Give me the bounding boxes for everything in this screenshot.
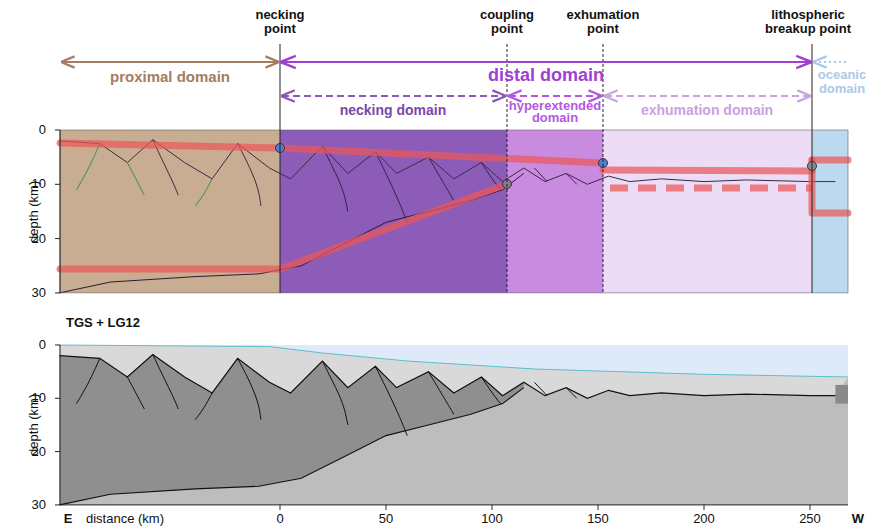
tick-label: 20: [32, 232, 46, 246]
axis-tick: [55, 238, 60, 239]
model-line: [812, 160, 848, 213]
axis-title: distance (km): [86, 512, 164, 526]
model-line-dashed: [610, 185, 812, 192]
panel-frame: [60, 130, 848, 293]
tick-label: 30: [32, 286, 46, 300]
top-panel: [60, 130, 848, 293]
fault-line: [566, 173, 577, 184]
point-line: [812, 44, 813, 293]
fault-line: [76, 358, 99, 403]
fault-line: [481, 377, 500, 404]
fault-line: [375, 366, 407, 435]
moho-line: [60, 173, 524, 292]
domain-label: oceanic domain: [811, 68, 873, 95]
axis-tick: [55, 184, 60, 185]
tick-label: 10: [32, 177, 46, 191]
axis-tick: [55, 398, 60, 399]
basement-line: [60, 140, 836, 185]
fault-line: [76, 144, 99, 190]
point-label: coupling point: [472, 8, 542, 35]
model-line: [812, 157, 848, 164]
axis-tick: [704, 505, 705, 510]
domain-label: distal domain: [488, 66, 604, 85]
tick-label: 200: [693, 512, 715, 526]
oceanic-crust: [835, 385, 848, 404]
panel-title: TGS + LG12: [66, 316, 140, 330]
axis-line: [60, 504, 848, 505]
axis-tick: [492, 505, 493, 510]
model-line: [60, 184, 507, 269]
domain-label: proximal domain: [110, 69, 230, 85]
domain-arrow: [605, 95, 810, 97]
axis-tick: [280, 505, 281, 510]
tick-label: 10: [32, 391, 46, 405]
point-label: necking point: [245, 8, 315, 35]
axis-tick: [598, 505, 599, 510]
axis-tick: [810, 505, 811, 510]
axis-tick: [55, 130, 60, 131]
domain-arrow: [814, 61, 846, 63]
oceanic-band: [812, 130, 848, 293]
axis-line: [60, 345, 61, 505]
fault-line: [127, 163, 144, 196]
model-line: [603, 170, 812, 171]
fault-line: [195, 179, 212, 206]
tick-label: 50: [379, 512, 393, 526]
point-label: exhumation point: [560, 8, 646, 35]
tick-label: 250: [799, 512, 821, 526]
domain-arrow: [62, 61, 278, 63]
axis-line: [60, 130, 61, 293]
domain-arrow: [282, 61, 810, 63]
axis-tick: [55, 345, 60, 346]
mantle-fill: [60, 345, 848, 505]
fault-line: [238, 144, 261, 206]
fault-line: [428, 372, 453, 415]
tick-label: 20: [32, 445, 46, 459]
fault-line: [375, 152, 407, 223]
fault-line: [534, 168, 547, 182]
tick-label: 0: [39, 123, 46, 137]
fault-line: [153, 355, 178, 409]
exhumation-band: [603, 130, 812, 293]
fault-line: [127, 377, 144, 409]
basement-line: [60, 355, 836, 399]
hyperextended-band: [507, 130, 603, 293]
axis-tick: [55, 292, 60, 293]
fault-line: [534, 382, 547, 395]
direction-label: W: [852, 512, 864, 526]
axis-tick: [55, 504, 60, 505]
point-label: lithospheric breakup point: [756, 8, 860, 35]
fault-line: [322, 361, 347, 425]
fault-line: [322, 146, 347, 211]
domain-arrow: [509, 95, 601, 97]
tick-label: 30: [32, 498, 46, 512]
tick-label: 0: [39, 338, 46, 352]
axis-tick: [386, 505, 387, 510]
fault-line: [195, 393, 212, 420]
direction-label: E: [64, 512, 73, 526]
fault-line: [566, 388, 577, 399]
fault-line: [238, 358, 261, 419]
domain-arrow: [282, 95, 505, 97]
model-line: [60, 143, 603, 163]
tick-label: 0: [276, 512, 283, 526]
domain-label: exhumation domain: [641, 103, 773, 118]
domain-label: hyperextended domain: [505, 100, 605, 125]
point-line: [280, 44, 281, 293]
axis-tick: [55, 451, 60, 452]
bottom-panel: [60, 345, 849, 505]
moho-line: [60, 388, 524, 505]
crust-fill: [60, 355, 524, 505]
tick-label: 150: [587, 512, 609, 526]
fault-line: [428, 157, 453, 200]
domain-label: necking domain: [340, 103, 447, 118]
tick-label: 100: [481, 512, 503, 526]
